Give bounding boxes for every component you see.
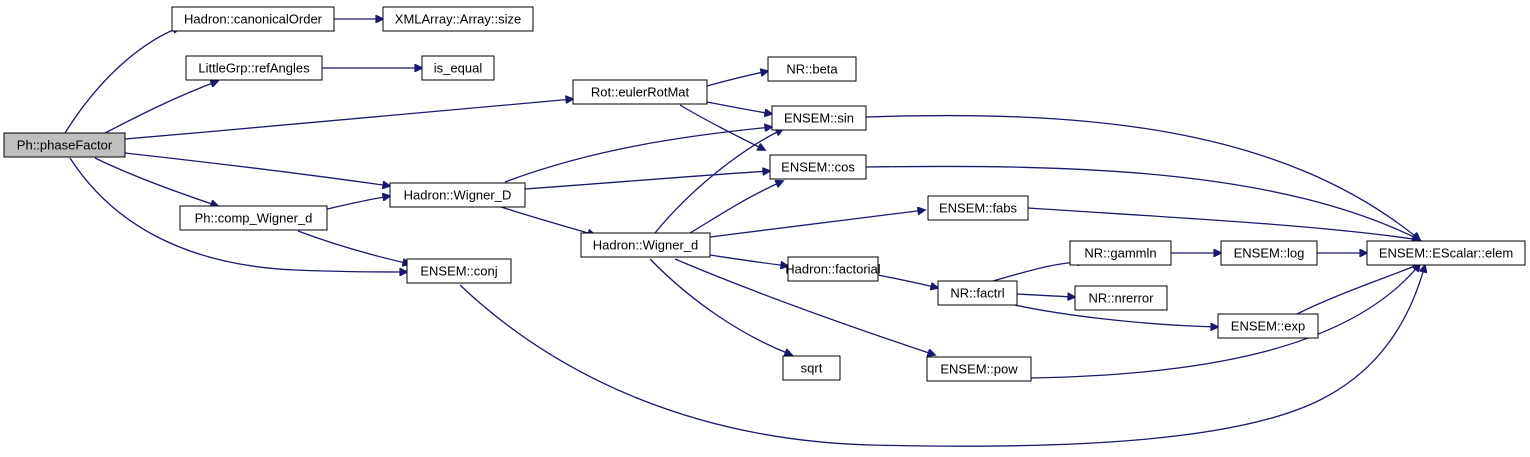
node-canonicalorder[interactable]: Hadron::canonicalOrder — [171, 6, 335, 32]
node-wignerD[interactable]: Hadron::Wigner_D — [389, 182, 526, 208]
node-ensemexp[interactable]: ENSEM::exp — [1217, 313, 1319, 339]
svg-text:NR::nrerror: NR::nrerror — [1088, 291, 1154, 306]
svg-text:ENSEM::fabs: ENSEM::fabs — [939, 201, 1018, 216]
node-ensemsin[interactable]: ENSEM::sin — [771, 105, 867, 131]
svg-text:ENSEM::sin: ENSEM::sin — [784, 111, 854, 126]
edge-wignerd-cos — [689, 181, 783, 234]
edge-wignerd-fabs — [709, 210, 925, 238]
svg-text:Hadron::Wigner_d: Hadron::Wigner_d — [593, 238, 699, 253]
node-ensemcos[interactable]: ENSEM::cos — [769, 154, 867, 180]
node-refangles[interactable]: LittleGrp::refAngles — [185, 55, 323, 81]
svg-text:NR::beta: NR::beta — [786, 62, 838, 77]
node-nrbeta[interactable]: NR::beta — [767, 56, 857, 82]
svg-text:is_equal: is_equal — [434, 61, 483, 76]
edge-cos-elem — [865, 165, 1420, 240]
svg-text:sqrt: sqrt — [801, 361, 823, 376]
node-ensemconj[interactable]: ENSEM::conj — [406, 258, 512, 284]
svg-text:Ph::phaseFactor: Ph::phaseFactor — [17, 138, 113, 153]
node-factrl[interactable]: NR::factrl — [937, 280, 1018, 306]
node-eulerrotmat[interactable]: Rot::eulerRotMat — [572, 79, 708, 105]
svg-text:ENSEM::pow: ENSEM::pow — [940, 362, 1018, 377]
svg-text:ENSEM::cos: ENSEM::cos — [781, 160, 855, 175]
edge-factrl-exp — [1009, 303, 1218, 327]
edge-phasefactor-eulerrotmat — [124, 99, 573, 140]
edge-wignerd-factorial — [709, 254, 788, 266]
edge-factrl-nrerror — [1016, 294, 1075, 297]
node-factorial[interactable]: Hadron::factorial — [785, 256, 881, 282]
edge-exp-elem — [1296, 264, 1420, 315]
edge-factorial-factrl — [877, 274, 938, 288]
edge-pow-elem — [1030, 264, 1420, 379]
edge-wignerd-sqrt — [649, 258, 792, 355]
node-isequal[interactable]: is_equal — [421, 55, 495, 81]
edge-wignerd-pow — [674, 258, 935, 355]
edge-eulerrotmat-sin — [706, 101, 772, 114]
svg-text:NR::gammln: NR::gammln — [1084, 246, 1156, 261]
edge-phasefactor-wignerD — [124, 152, 390, 186]
edge-wignerd-sin — [654, 129, 783, 234]
node-phasefactor[interactable]: Ph::phaseFactor — [3, 132, 126, 158]
svg-text:Hadron::Wigner_D: Hadron::Wigner_D — [404, 188, 512, 203]
svg-text:Ph::comp_Wigner_d: Ph::comp_Wigner_d — [195, 211, 313, 226]
node-sqrt[interactable]: sqrt — [782, 355, 841, 381]
node-compwignerd[interactable]: Ph::comp_Wigner_d — [179, 205, 328, 231]
svg-text:ENSEM::exp: ENSEM::exp — [1231, 319, 1305, 334]
node-ensemlog[interactable]: ENSEM::log — [1220, 240, 1318, 266]
node-escalarelem[interactable]: ENSEM::EScalar::elem — [1366, 240, 1526, 266]
node-ensemfabs[interactable]: ENSEM::fabs — [927, 195, 1029, 221]
node-gammln[interactable]: NR::gammln — [1069, 240, 1172, 266]
svg-text:Hadron::factorial: Hadron::factorial — [785, 262, 880, 277]
edge-fabs-elem — [1027, 207, 1420, 240]
edge-wignerD-sin — [504, 127, 772, 183]
edge-conj-elem — [459, 265, 1425, 447]
svg-text:ENSEM::log: ENSEM::log — [1234, 246, 1305, 261]
svg-text:ENSEM::conj: ENSEM::conj — [420, 264, 497, 279]
edge-eulerrotmat-cos — [679, 104, 765, 150]
svg-text:ENSEM::EScalar::elem: ENSEM::EScalar::elem — [1379, 246, 1513, 261]
svg-text:LittleGrp::refAngles: LittleGrp::refAngles — [198, 61, 310, 76]
edge-phasefactor-refangles — [104, 81, 218, 134]
node-arraysize[interactable]: XMLArray::Array::size — [382, 6, 534, 32]
edge-compwignerd-wignerD — [326, 196, 390, 210]
edge-wignerD-cos — [524, 171, 770, 190]
svg-text:XMLArray::Array::size: XMLArray::Array::size — [395, 12, 521, 27]
svg-text:Hadron::canonicalOrder: Hadron::canonicalOrder — [184, 12, 323, 27]
svg-text:NR::factrl: NR::factrl — [950, 286, 1004, 301]
edge-compwignerd-conj — [297, 230, 410, 264]
svg-text:Rot::eulerRotMat: Rot::eulerRotMat — [591, 85, 690, 100]
node-ensempow[interactable]: ENSEM::pow — [926, 356, 1032, 382]
edge-phasefactor-canonicalorder — [64, 27, 180, 134]
node-wignerd[interactable]: Hadron::Wigner_d — [580, 232, 711, 258]
edge-phasefactor-compwignerd — [94, 157, 218, 206]
edge-wignerD-wignerd — [494, 204, 595, 235]
node-nrerror[interactable]: NR::nrerror — [1074, 285, 1168, 311]
edge-sin-elem — [865, 114, 1420, 240]
edge-phasefactor-conj — [69, 157, 407, 272]
edge-eulerrotmat-beta — [706, 71, 768, 87]
